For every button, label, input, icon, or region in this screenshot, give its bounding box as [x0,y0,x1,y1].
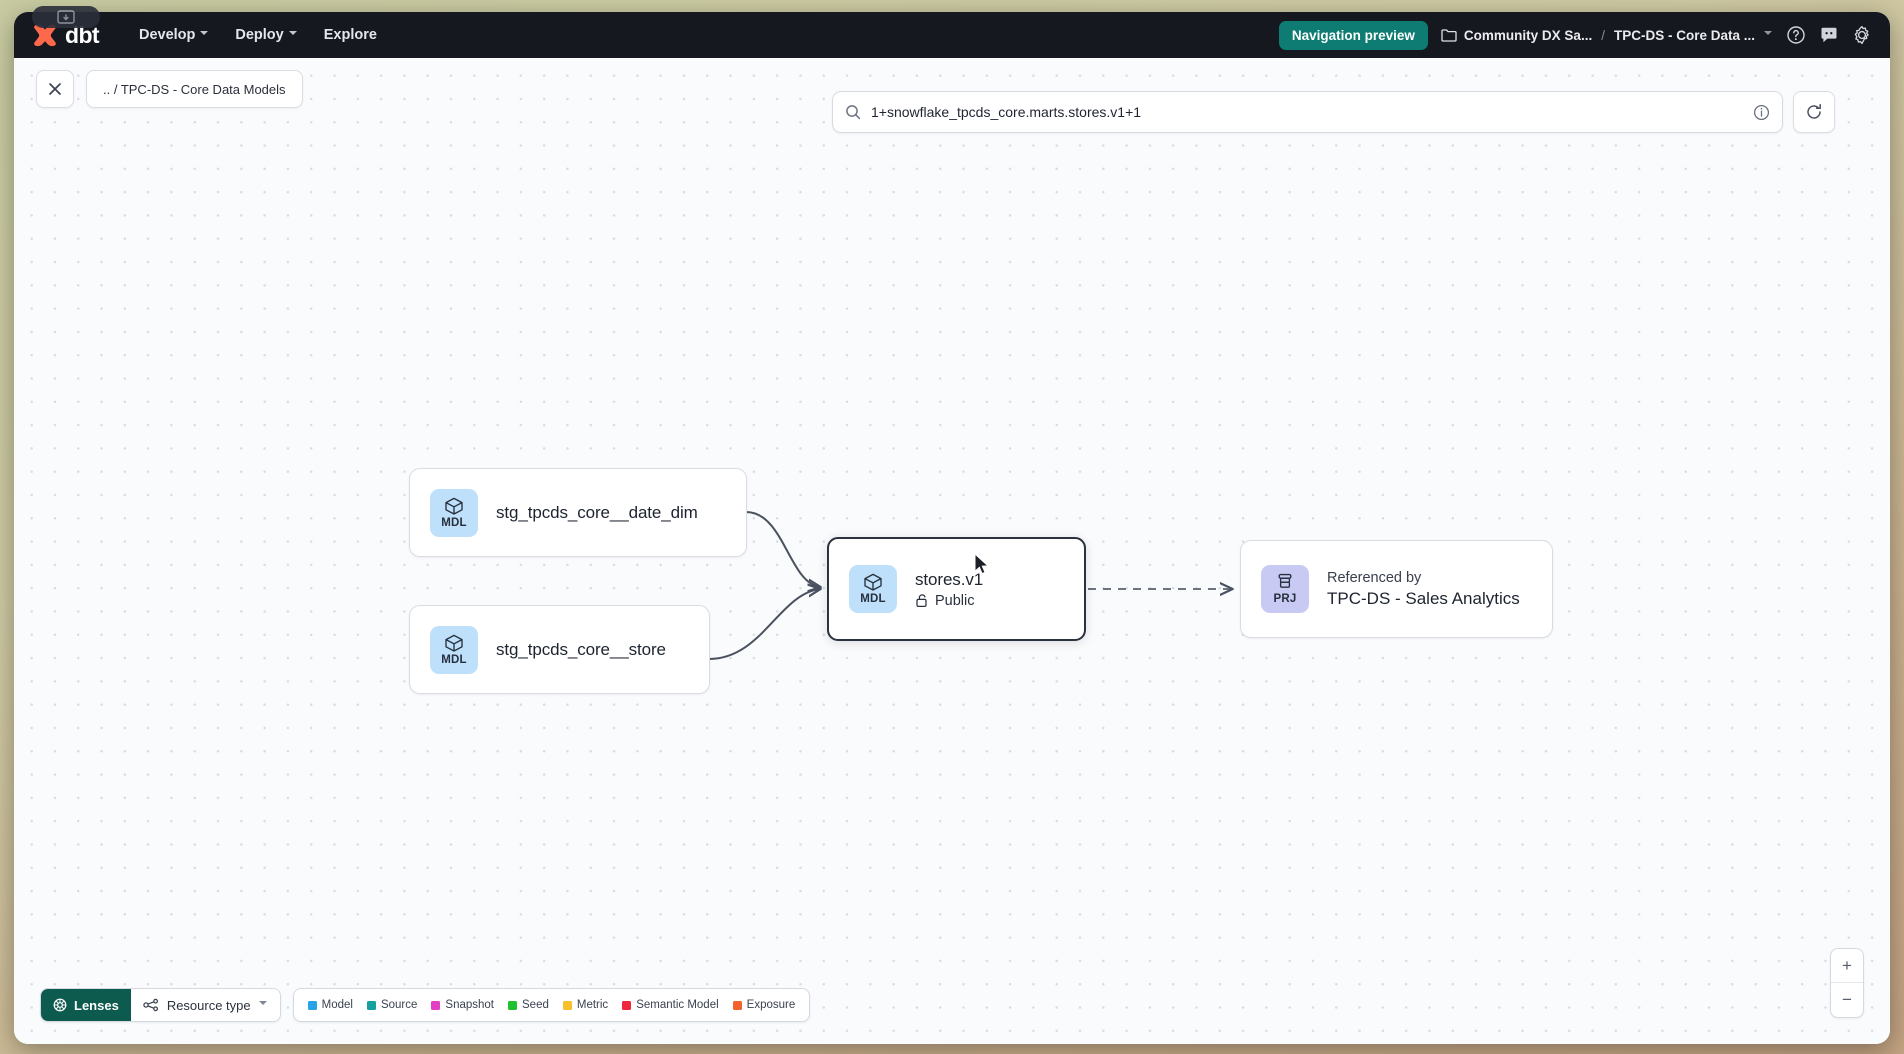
legend-item-exposure: Exposure [732,999,796,1011]
project-stack-icon [1278,574,1292,589]
graph-node-stores-v1[interactable]: MDL stores.v1 Public [827,537,1086,641]
close-button[interactable] [36,70,74,108]
legend-label: Source [380,999,418,1011]
node-eyebrow: Referenced by [1327,569,1422,586]
legend-item-semantic-model: Semantic Model [622,999,719,1011]
legend-label: Model [321,999,353,1011]
nodes-icon [143,998,158,1012]
bottom-toolbar: Lenses Resource type [40,988,811,1022]
node-text-group: stores.v1 Public [915,570,983,609]
legend-item-snapshot: Snapshot [431,999,494,1011]
legend-swatch-seed [508,1000,518,1010]
help-circle-icon[interactable] [1786,25,1806,45]
feedback-chat-icon[interactable] [1819,25,1839,45]
graph-node-stg-store[interactable]: MDL stg_tpcds_core__store [409,605,710,694]
search-icon [846,105,861,120]
gear-icon[interactable] [1852,25,1872,45]
app-window: dbt Develop Deploy Explore Navigation pr… [14,12,1890,1044]
legend-swatch-metric [562,1000,572,1010]
legend-label: Metric [576,999,609,1011]
legend-swatch-exposure [732,1000,742,1010]
folder-icon [1441,29,1457,42]
top-nav-right-group: Navigation preview Community DX Sa... / … [1278,20,1872,50]
lineage-search-box[interactable] [832,91,1783,133]
zoom-out-button[interactable]: − [1842,990,1852,1009]
legend-swatch-snapshot [431,1000,441,1010]
search-input[interactable] [871,104,1743,120]
legend-label: Snapshot [445,999,495,1011]
node-text-group: stg_tpcds_core__date_dim [496,503,698,523]
model-badge-label: MDL [441,516,467,529]
close-icon [49,83,61,95]
legend-swatch-semantic-model [622,1000,632,1010]
model-badge: MDL [430,488,478,537]
refresh-icon [1807,103,1821,119]
info-circle-icon[interactable] [1753,104,1770,121]
resource-type-button[interactable]: Resource type [130,989,280,1021]
navigation-preview-button[interactable]: Navigation preview [1278,20,1428,50]
cube-icon [445,497,463,515]
breadcrumb-separator: / [1601,27,1605,43]
chevron-down-icon[interactable] [1764,30,1773,40]
legend-swatch-source [366,1000,376,1010]
nav-link-deploy-label: Deploy [235,27,284,43]
breadcrumb-account[interactable]: Community DX Sa... [1463,27,1593,43]
breadcrumb: Community DX Sa... / TPC-DS - Core Data … [1441,28,1773,43]
legend-item-seed: Seed [508,999,549,1011]
node-title: stores.v1 [915,569,984,589]
nav-link-deploy[interactable]: Deploy [225,21,307,49]
window-chrome-nub [32,6,100,28]
top-navigation-bar: dbt Develop Deploy Explore Navigation pr… [14,12,1890,58]
chevron-down-icon [288,30,298,40]
canvas-toolbar: .. / TPC-DS - Core Data Models [14,58,1890,120]
unlock-icon [916,594,927,608]
model-badge: MDL [430,625,478,674]
project-badge: PRJ [1261,565,1309,613]
lenses-button[interactable]: Lenses [41,989,131,1021]
model-badge-label: MDL [860,593,886,606]
dbt-x-logo-icon [34,24,56,47]
zoom-controls: + − [1830,948,1864,1018]
lens-control-group: Lenses Resource type [40,988,281,1022]
node-access-label: Public [935,592,975,609]
nav-link-develop-label: Develop [138,27,196,43]
legend-label: Exposure [746,999,796,1011]
node-title: stg_tpcds_core__date_dim [496,502,698,522]
lens-icon [53,998,67,1012]
lenses-button-label: Lenses [74,997,119,1013]
node-text-group: stg_tpcds_core__store [496,640,666,660]
lineage-canvas[interactable]: MDL stg_tpcds_core__date_dim MDL stg_tpc… [14,58,1890,1044]
node-access: Public [915,593,983,609]
chevron-down-icon [258,1000,268,1010]
legend-swatch-model [307,1000,317,1010]
node-title: TPC-DS - Sales Analytics [1327,588,1520,608]
graph-node-stg-date-dim[interactable]: MDL stg_tpcds_core__date_dim [409,468,747,557]
cube-icon [445,634,463,652]
resource-type-legend: Model Source Snapshot Seed [292,988,811,1022]
nav-link-explore-label: Explore [323,27,377,43]
lineage-search-group [832,91,1835,133]
legend-label: Semantic Model [636,999,719,1011]
node-text-group: Referenced by TPC-DS - Sales Analytics [1327,570,1520,609]
cube-icon [864,573,882,591]
chevron-down-icon [200,30,209,40]
nav-link-develop[interactable]: Develop [129,21,219,49]
zoom-in-button[interactable]: + [1831,949,1863,983]
breadcrumb-project[interactable]: TPC-DS - Core Data ... [1613,27,1755,43]
model-badge-label: MDL [441,653,467,666]
legend-item-metric: Metric [562,999,609,1011]
refresh-button[interactable] [1793,91,1835,133]
legend-label: Seed [522,999,549,1011]
nav-link-explore[interactable]: Explore [314,21,387,49]
window-icon [57,10,75,24]
resource-type-label: Resource type [166,997,251,1013]
canvas-breadcrumb-chip[interactable]: .. / TPC-DS - Core Data Models [86,70,303,108]
model-badge: MDL [849,565,897,613]
legend-item-source: Source [366,999,418,1011]
project-badge-label: PRJ [1273,593,1297,606]
node-title: stg_tpcds_core__store [496,639,666,659]
legend-item-model: Model [307,999,353,1011]
graph-node-referenced-by-project[interactable]: PRJ Referenced by TPC-DS - Sales Analyti… [1240,540,1553,638]
